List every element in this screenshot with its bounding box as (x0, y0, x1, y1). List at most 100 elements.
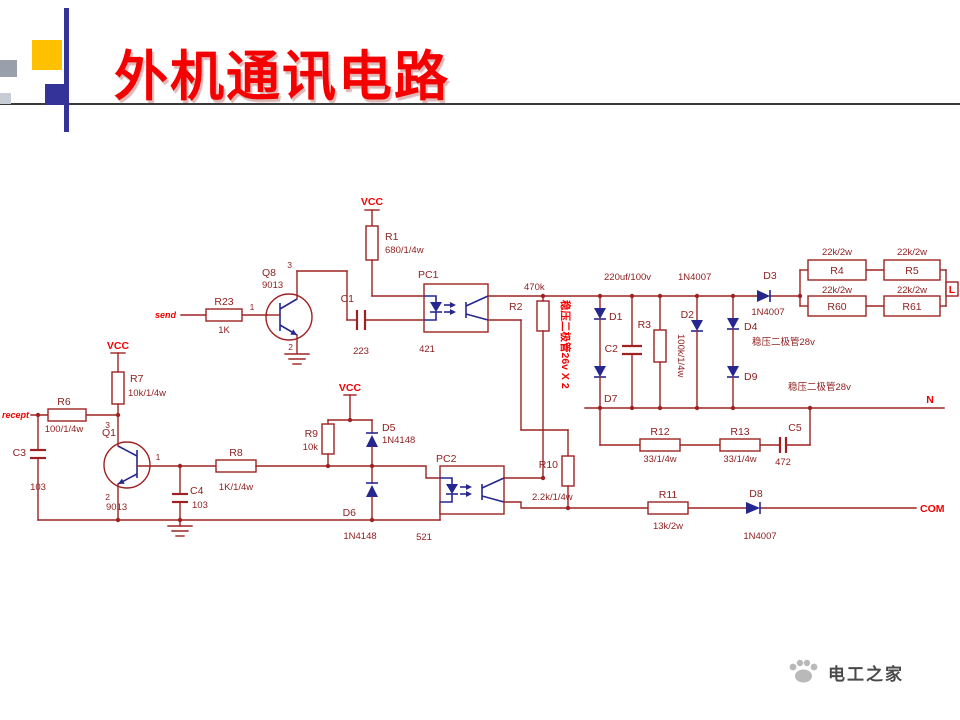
resistor-r4: 22k/2w R4 (807, 247, 867, 281)
d9-value: 稳压二极管28v (788, 381, 851, 393)
diode-d5: D5 1N4148 (366, 419, 415, 467)
r8-value: 1K/1/4w (219, 482, 253, 493)
diode-d6: D6 1N4148 (343, 465, 378, 542)
d6-value: 1N4148 (343, 531, 376, 542)
transistor-q1: Q1 9013 3 1 2 (102, 414, 217, 521)
c2-label: C2 (605, 343, 619, 355)
r1-value: 680/1/4w (385, 245, 424, 256)
recept-net-label: recept (2, 410, 30, 420)
r61-value: 22k/2w (897, 285, 927, 296)
ground-q8 (284, 353, 310, 365)
r2-label: R2 (509, 301, 523, 313)
r13-value: 33/1/4w (723, 454, 756, 465)
capacitor-c2: 220uf/100v C2 (604, 272, 651, 409)
brand-name: 电工之家 (828, 664, 904, 684)
resistor-r10: R10 2.2k/1/4w (532, 429, 575, 509)
d2-label: D2 (681, 309, 695, 321)
q8-pin-1: 1 (250, 302, 255, 312)
r12-value: 33/1/4w (643, 454, 676, 465)
c2-value: 220uf/100v (604, 272, 651, 283)
transistor-q8: Q8 9013 1 3 2 (250, 260, 313, 354)
r10-label: R10 (539, 459, 558, 471)
r2-value: 470k (524, 282, 545, 293)
r8-label: R8 (229, 447, 243, 459)
c1-value: 223 (353, 346, 369, 357)
r1-label: R1 (385, 231, 399, 243)
r23-label: R23 (214, 296, 233, 308)
c4-label: C4 (190, 485, 204, 497)
send-net-label: send (155, 310, 177, 320)
d3-value: 1N4007 (751, 307, 784, 318)
resistor-r3: R3 100k/1/4w (638, 295, 686, 409)
r11-label: R11 (659, 489, 678, 501)
r12-label: R12 (650, 426, 669, 438)
q1-pin-3: 3 (105, 420, 110, 430)
diode-d8: D8 1N4007 (743, 488, 776, 542)
c3-label: C3 (13, 447, 27, 459)
resistor-r9: R9 10k (303, 419, 335, 467)
r5-value: 22k/2w (897, 247, 927, 258)
resistor-r1: R1 680/1/4w (365, 225, 425, 297)
ground-q1 (167, 519, 193, 537)
r60-label: R60 (827, 301, 846, 313)
page-title: 外机通讯电路 (114, 47, 450, 107)
capacitor-c1: C1 223 (296, 270, 425, 357)
zener-d9: D9 稳压二极管28v (727, 366, 851, 409)
gray-square-small (0, 93, 11, 104)
d7-label: D7 (604, 393, 618, 405)
vcc3-label: VCC (339, 382, 362, 394)
resistor-r5: 22k/2w R5 (883, 247, 941, 281)
r11-value: 13k/2w (653, 521, 683, 532)
r61-label: R61 (902, 301, 921, 313)
resistor-r11: R11 13k/2w (647, 489, 689, 532)
filter-row (599, 407, 811, 446)
top-bus (487, 295, 801, 431)
r23-value: 1K (218, 325, 230, 336)
zener-pair-annotation: 稳压二极管26v X 2 (559, 300, 572, 389)
capacitor-c5: C5 472 (775, 422, 802, 468)
resistor-r6: R6 100/1/4w (45, 396, 87, 435)
d9-label: D9 (744, 371, 758, 383)
r6-value: 100/1/4w (45, 424, 84, 435)
com-terminal-label: COM (920, 503, 945, 515)
resistor-r23: R23 1K (205, 296, 243, 336)
power-vcc1: VCC (361, 196, 384, 227)
c4-value: 103 (192, 500, 208, 511)
n-terminal-label: N (926, 394, 934, 406)
pc2-label: PC2 (436, 453, 457, 465)
r60-value: 22k/2w (822, 285, 852, 296)
r9-label: R9 (305, 428, 319, 440)
power-vcc3: VCC (327, 382, 373, 421)
r4-label: R4 (830, 265, 844, 277)
r10-value: 2.2k/1/4w (532, 492, 573, 503)
gold-square (32, 40, 62, 70)
d3-label: D3 (763, 270, 777, 282)
d1-label: D1 (609, 311, 623, 323)
com-bus: COM (567, 503, 945, 515)
r3-label: R3 (638, 319, 652, 331)
d4-value: 稳压二极管28v (752, 336, 815, 348)
resistor-r12: R12 33/1/4w (639, 426, 681, 465)
r13-label: R13 (730, 426, 749, 438)
footer-brand: 电工之家 (784, 656, 904, 688)
terminal-l: L (945, 281, 959, 297)
pc1-label: PC1 (418, 269, 439, 281)
resistor-r8: R8 1K/1/4w (215, 447, 441, 493)
n-bus: N (584, 394, 945, 409)
capacitor-c3: C3 103 (13, 414, 46, 521)
d4-label: D4 (744, 321, 758, 333)
capacitor-c4: C4 103 (172, 465, 208, 521)
l-terminal-label: L (949, 284, 956, 296)
header-rule (0, 103, 960, 105)
vcc1-label: VCC (361, 196, 384, 208)
q1-label: Q1 (102, 427, 116, 439)
resistor-r2: R2 470k (509, 282, 550, 479)
optocoupler-pc2: PC2 521 (416, 453, 569, 543)
power-vcc2: VCC (107, 340, 130, 373)
vcc2-label: VCC (107, 340, 130, 352)
r5-label: R5 (905, 265, 919, 277)
d8-value: 1N4007 (743, 531, 776, 542)
resistor-r61: 22k/2w R61 (883, 285, 941, 317)
